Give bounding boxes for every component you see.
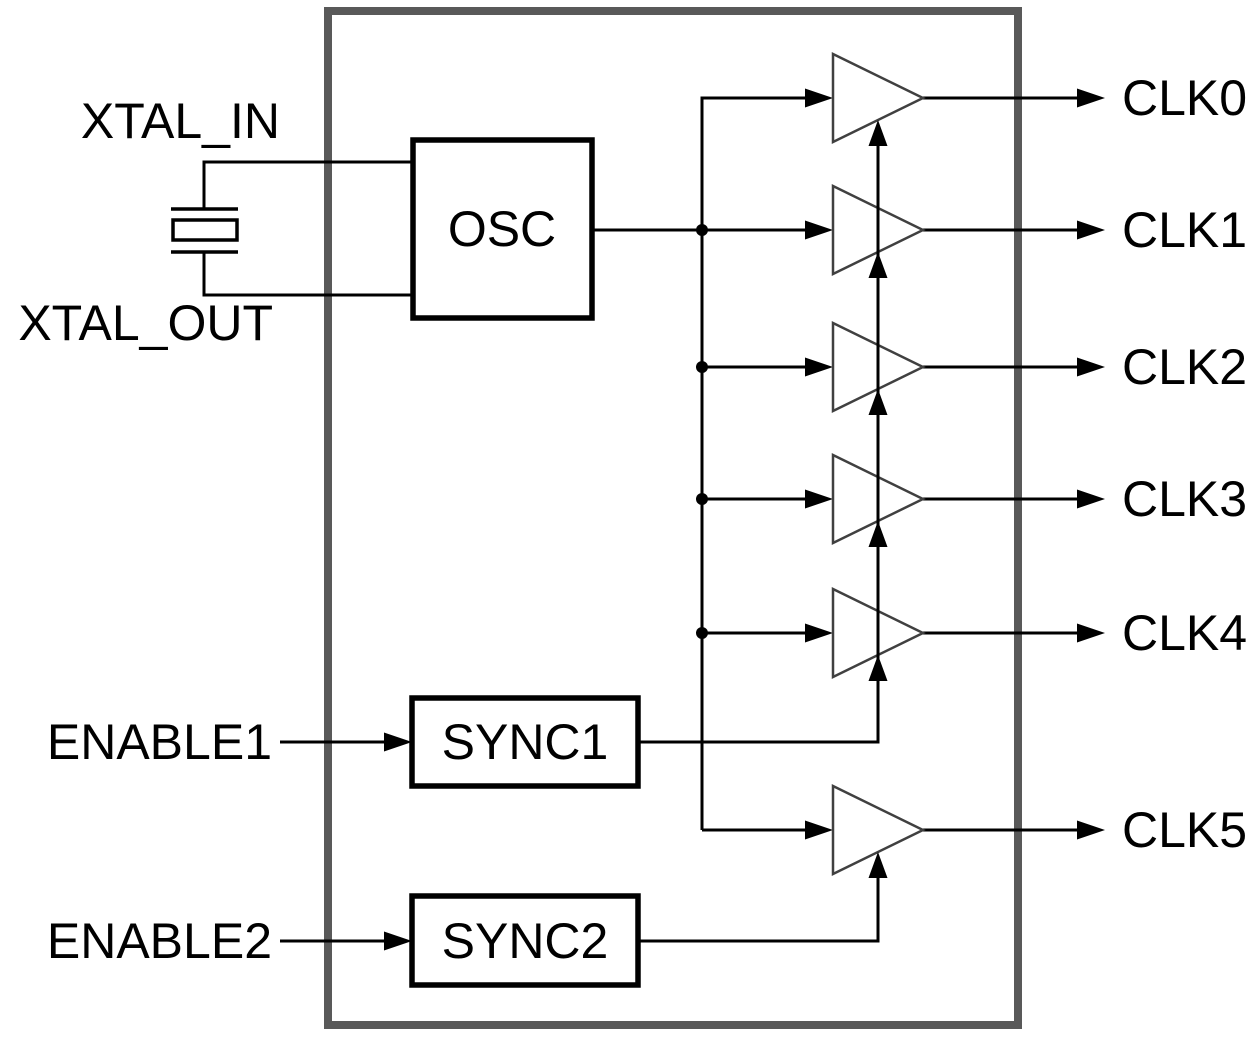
clk4-enable-arrow-icon <box>868 655 888 681</box>
clock-output-wires <box>923 88 1105 840</box>
clk3-input-arrow-icon <box>805 489 833 509</box>
clk2-label: CLK2 <box>1122 339 1247 395</box>
xtal-out-label: XTAL_OUT <box>18 295 273 351</box>
clk4-label: CLK4 <box>1122 605 1247 661</box>
clk3-output-arrow-icon <box>1077 489 1105 509</box>
sync1-enable-net <box>638 120 888 744</box>
crystal-symbol <box>171 160 413 297</box>
clk2-output-arrow-icon <box>1077 357 1105 377</box>
junction-dot <box>696 627 708 639</box>
enable1-label: ENABLE1 <box>47 714 272 770</box>
sync2-block: SYNC2 <box>409 893 641 988</box>
clk5-output-arrow-icon <box>1077 820 1105 840</box>
enable2-arrow-icon <box>384 931 412 951</box>
junction-dot <box>696 361 708 373</box>
clk1-input-arrow-icon <box>805 220 833 240</box>
clk3-enable-arrow-icon <box>868 521 888 547</box>
clk5-label: CLK5 <box>1122 802 1247 858</box>
clk0-input-arrow-icon <box>805 88 833 108</box>
enable2-label: ENABLE2 <box>47 913 272 969</box>
clk5-enable-arrow-icon <box>868 852 888 878</box>
osc-label: OSC <box>448 201 556 257</box>
crystal-body-icon <box>171 218 239 242</box>
clk4-output-arrow-icon <box>1077 623 1105 643</box>
clk4-input-arrow-icon <box>805 623 833 643</box>
xtal-in-label: XTAL_IN <box>81 93 280 149</box>
clk1-enable-arrow-icon <box>868 252 888 278</box>
sync1-enable-wire <box>638 126 880 744</box>
distribution-line <box>700 96 826 830</box>
clk2-enable-arrow-icon <box>868 389 888 415</box>
clk0-output-arrow-icon <box>1077 88 1105 108</box>
clk0-label: CLK0 <box>1122 70 1247 126</box>
clk2-input-arrow-icon <box>805 357 833 377</box>
junction-dot <box>696 493 708 505</box>
junction-dot <box>696 224 708 236</box>
clk1-label: CLK1 <box>1122 202 1247 258</box>
clk5-input-arrow-icon <box>805 820 833 840</box>
chip-boundary <box>324 7 1022 1029</box>
enable-input-wires <box>280 732 412 951</box>
clk1-output-arrow-icon <box>1077 220 1105 240</box>
clk3-label: CLK3 <box>1122 471 1247 527</box>
enable1-arrow-icon <box>384 732 412 752</box>
sync2-label: SYNC2 <box>442 913 609 969</box>
sync2-enable-net <box>638 852 888 943</box>
clk0-enable-arrow-icon <box>868 120 888 146</box>
sync2-enable-wire <box>638 858 880 943</box>
sync2-box <box>409 893 641 988</box>
sync1-label: SYNC1 <box>442 714 609 770</box>
xtal-in-wire <box>202 160 413 209</box>
clock-distribution-net <box>592 88 833 840</box>
osc-box <box>410 137 595 321</box>
sync1-box <box>409 695 641 789</box>
xtal-out-wire <box>202 252 413 297</box>
osc-block: OSC <box>410 137 595 321</box>
sync1-block: SYNC1 <box>409 695 641 789</box>
